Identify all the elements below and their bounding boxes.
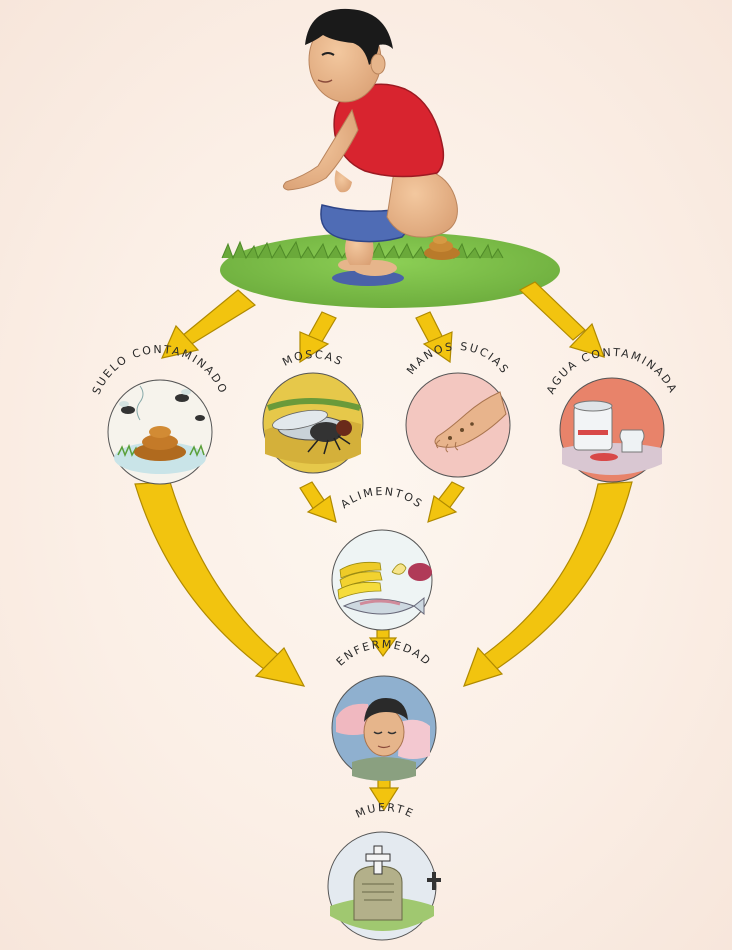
feces-icon — [424, 236, 460, 260]
node-enfermedad: ENFERMEDAD — [331, 638, 437, 781]
fly-icon — [119, 389, 205, 421]
small-cross-icon — [427, 872, 441, 890]
feces-icon — [134, 426, 186, 461]
arrow-to-manos — [415, 311, 453, 364]
label-manos-sucias: MANOS SUCIAS — [404, 340, 510, 377]
node-moscas: MOSCAS — [262, 348, 364, 474]
node-alimentos: ALIMENTOS — [331, 485, 433, 631]
arrow-to-suelo — [160, 289, 257, 359]
label-moscas: MOSCAS — [280, 348, 344, 369]
arrow-agua-enfermedad — [463, 481, 633, 687]
arrows — [134, 281, 633, 812]
node-agua-contaminada: AGUA CONTAMINADA — [544, 346, 678, 483]
node-manos-sucias: MANOS SUCIAS — [404, 340, 512, 478]
hand-icon — [434, 391, 507, 453]
bucket-icon — [573, 400, 613, 451]
cross-icon — [365, 845, 391, 875]
svg-text:MUERTE: MUERTE — [354, 801, 417, 821]
label-muerte: MUERTE — [354, 801, 415, 821]
arrow-suelo-enfermedad — [134, 481, 306, 687]
boy-defecating-illustration — [220, 8, 560, 308]
food-icon — [337, 561, 432, 616]
label-alimentos: ALIMENTOS — [338, 485, 423, 511]
sick-boy-icon — [336, 698, 430, 781]
svg-text:MOSCAS: MOSCAS — [280, 348, 346, 369]
arrow-moscas-alimentos — [299, 481, 337, 523]
node-muerte: MUERTE — [327, 801, 441, 941]
svg-text:ALIMENTOS: ALIMENTOS — [338, 485, 425, 511]
fly-icon — [272, 409, 352, 455]
node-suelo-contaminado: SUELO CONTAMINADO — [90, 343, 228, 485]
arrow-manos-alimentos — [427, 481, 465, 523]
svg-text:MANOS SUCIAS: MANOS SUCIAS — [404, 340, 512, 377]
arrow-to-moscas — [299, 311, 337, 364]
arrow-to-agua — [518, 281, 605, 358]
